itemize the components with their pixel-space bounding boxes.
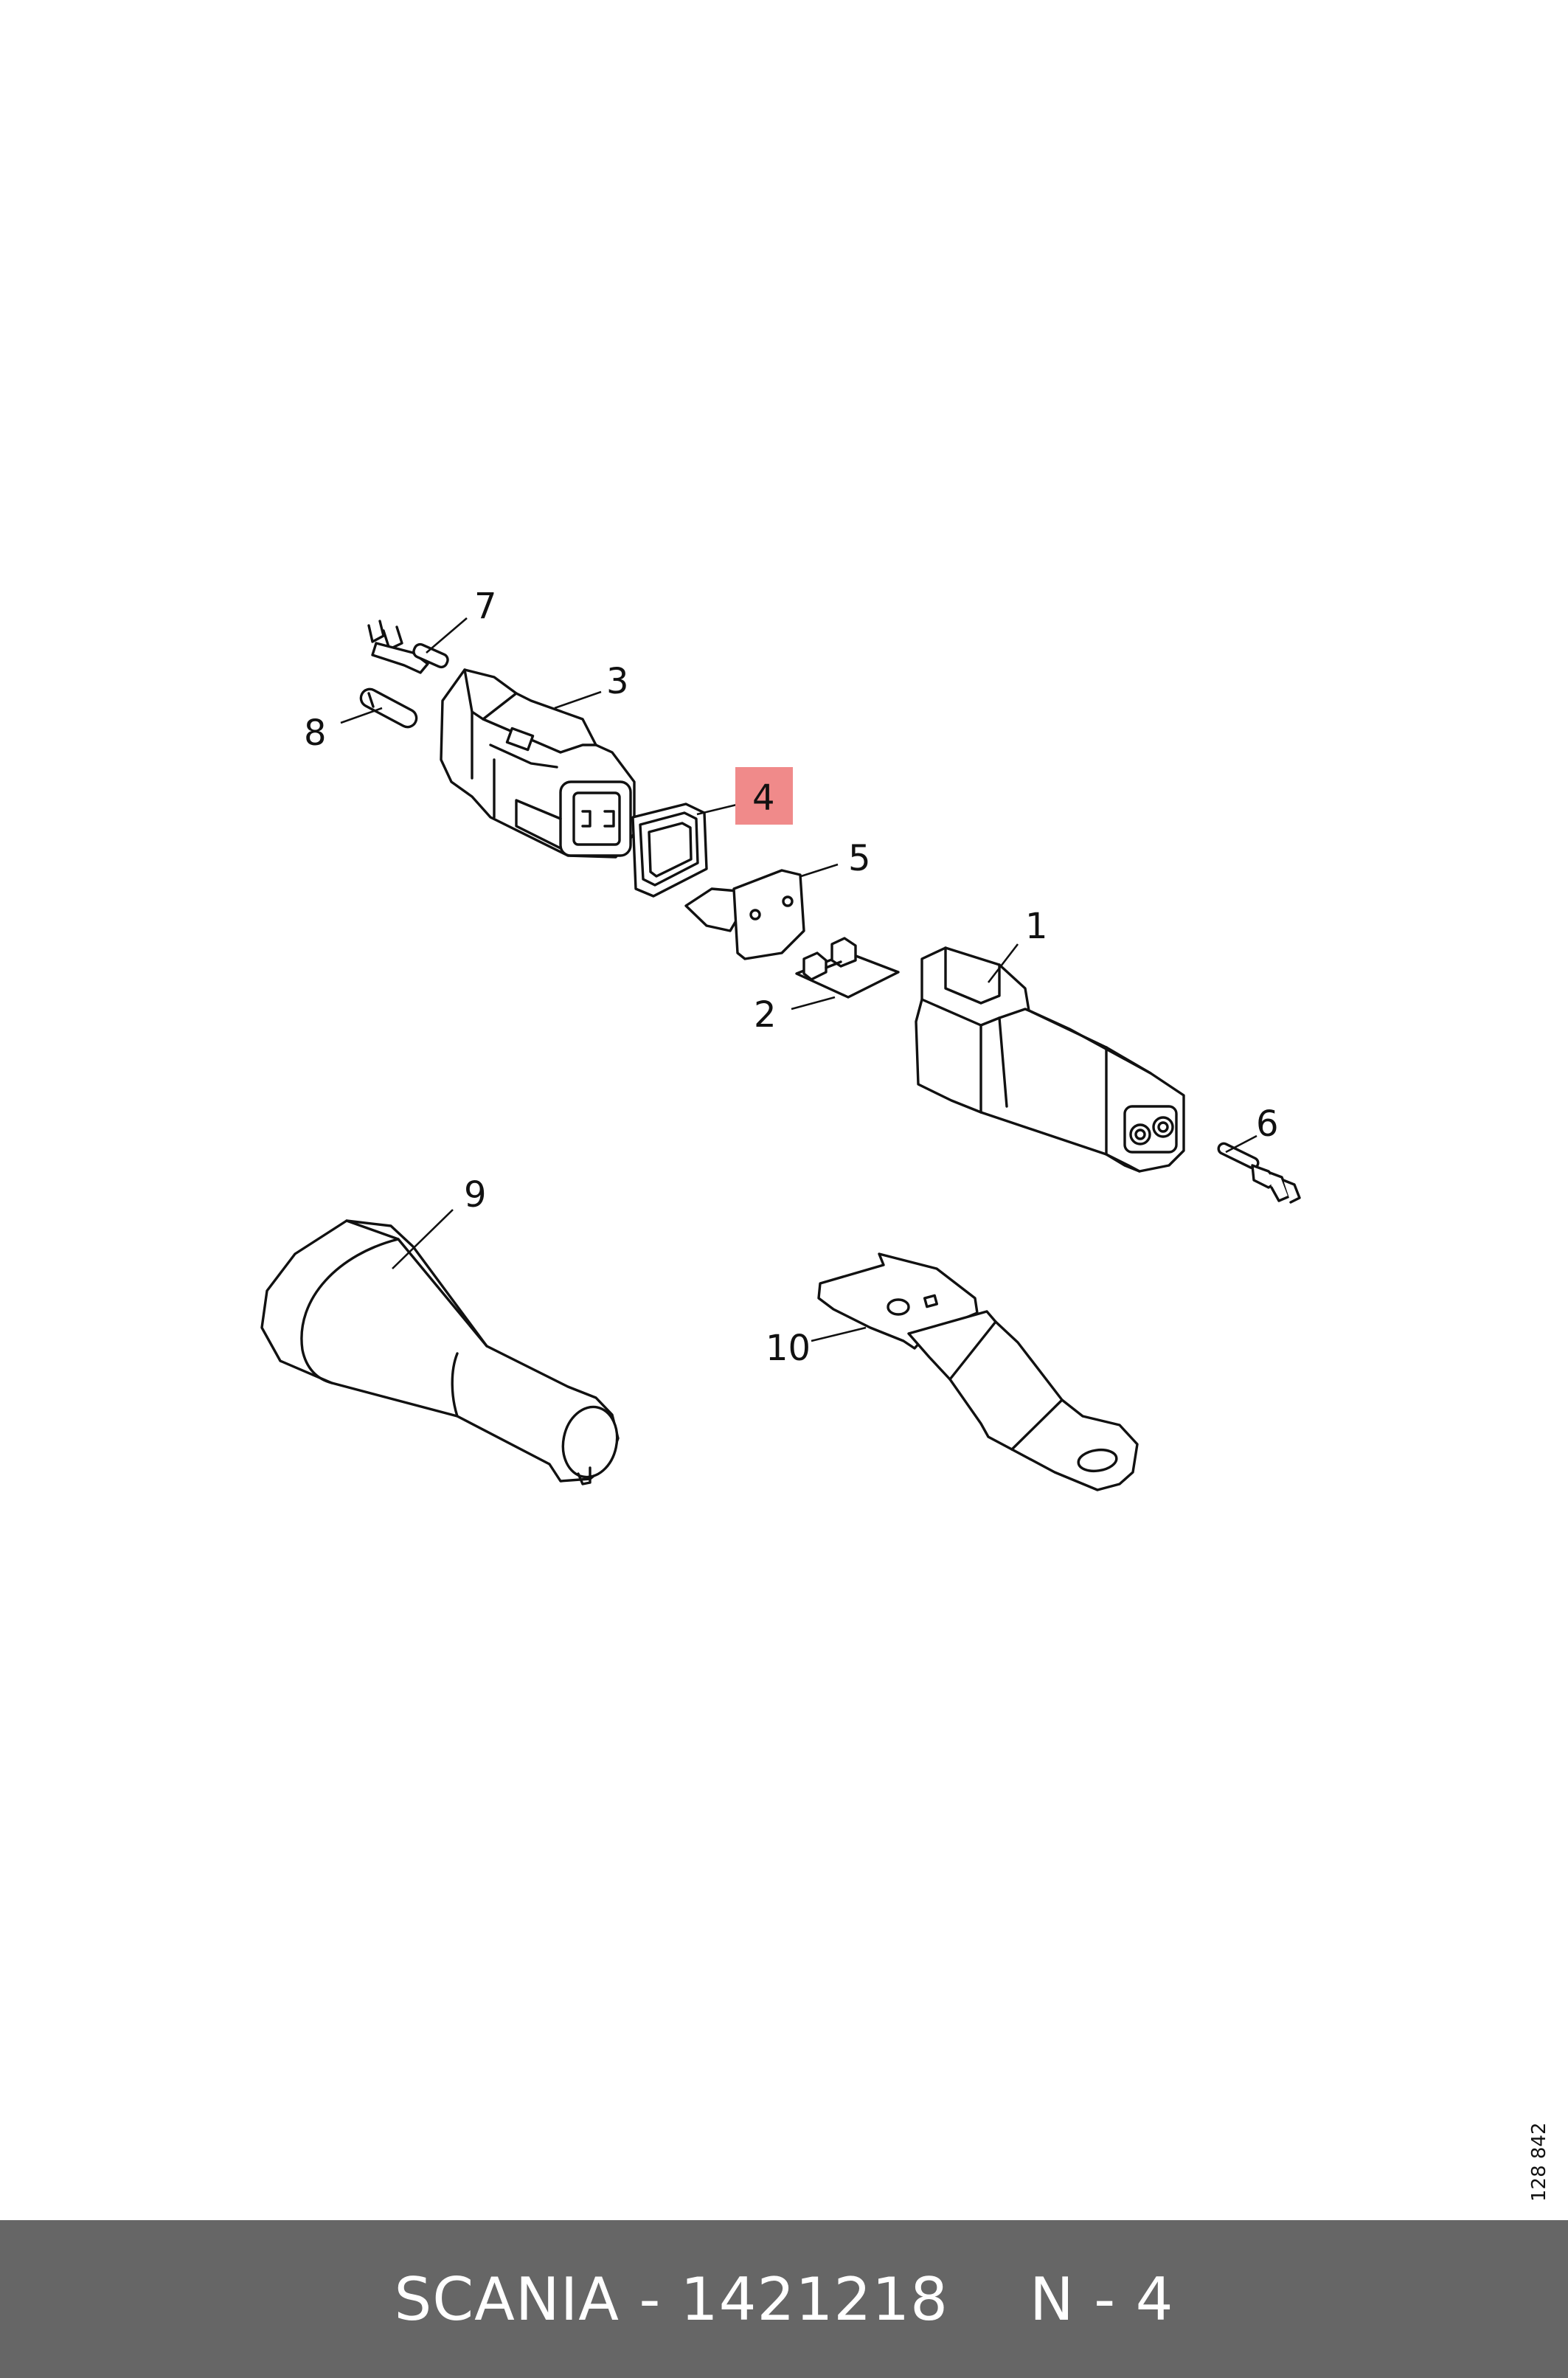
part-4-seal [631, 803, 708, 898]
callout-2: 2 [754, 994, 777, 1036]
callout-highlight [735, 767, 793, 825]
callout-8: 8 [304, 713, 327, 754]
callout-4: 4 [752, 777, 775, 819]
part-2-lock-clip [795, 937, 900, 999]
leader-line-4 [696, 803, 740, 816]
leader-line-3 [554, 690, 602, 710]
leader-line-1 [987, 943, 1019, 983]
part-label: SCANIA - 1421218 [394, 2264, 949, 2334]
part-number-footer: SCANIA - 1421218 N - 4 [0, 2220, 1568, 2378]
part-10-mounting-bracket [817, 1252, 1139, 1491]
part-5-wedge-lock [684, 869, 805, 960]
position-label: N - 4 [1030, 2264, 1174, 2334]
exploded-parts-diagram: 7 3 8 4 5 1 2 6 9 10 128 842 [260, 586, 1550, 2202]
leader-line-9 [392, 1209, 454, 1269]
leader-line-8 [340, 707, 383, 724]
leader-line-5 [800, 863, 839, 878]
part-7-terminal-pin [367, 620, 449, 674]
callout-3: 3 [606, 661, 629, 702]
leader-line-7 [426, 617, 468, 654]
drawing-number: 128 842 [1528, 2122, 1550, 2202]
callout-6: 6 [1256, 1103, 1279, 1145]
leader-lines [340, 617, 1257, 1342]
leader-line-6 [1225, 1134, 1257, 1154]
part-9-rubber-boot [260, 1219, 620, 1486]
part-8-sealing-plug [359, 687, 418, 729]
part-1-receptacle-housing [915, 946, 1185, 1173]
leader-line-2 [791, 996, 836, 1011]
callout-7: 7 [474, 586, 497, 627]
callout-10: 10 [766, 1328, 811, 1369]
callout-1: 1 [1025, 906, 1048, 947]
callout-5: 5 [848, 838, 871, 879]
leader-line-10 [811, 1326, 867, 1342]
part-3-connector-housing [440, 668, 636, 859]
callout-9: 9 [464, 1174, 487, 1216]
